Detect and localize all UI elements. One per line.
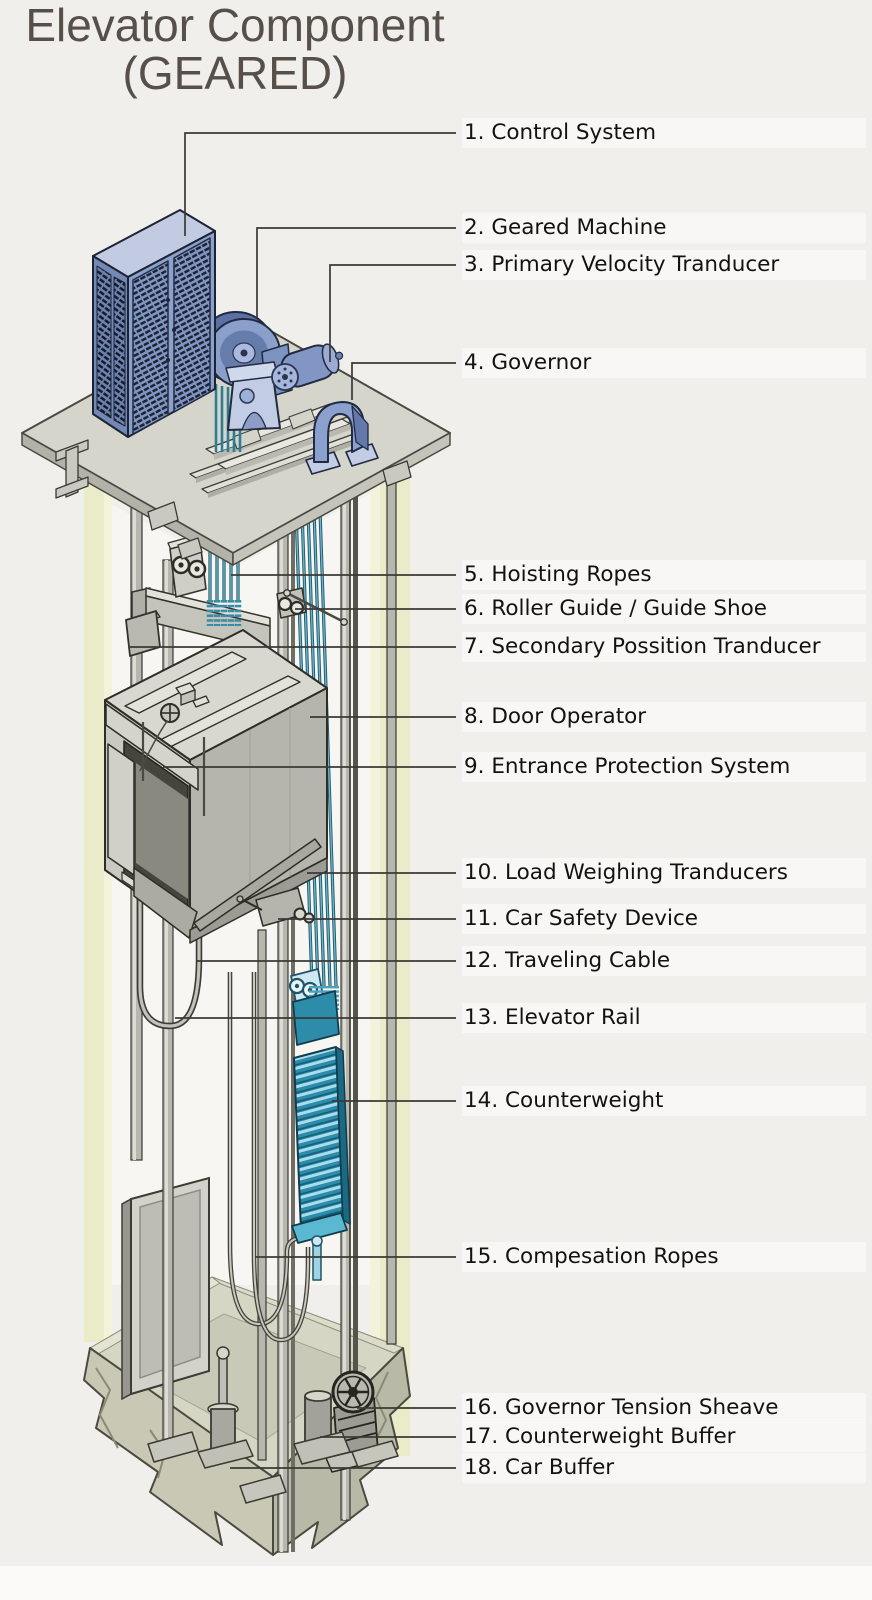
component-label-5: 5. Hoisting Ropes: [462, 560, 866, 590]
car-buffer-art: [197, 1346, 254, 1469]
traveling-cable-art: [136, 868, 203, 1030]
elevator-car-art: [104, 534, 348, 944]
figure-title-line2: (GEARED): [122, 46, 348, 99]
component-label-8: 8. Door Operator: [462, 702, 866, 732]
compensation-ropes-art: [227, 972, 311, 1343]
component-label-11: 11. Car Safety Device: [462, 904, 866, 934]
component-label-7: 7. Secondary Possition Tranducer: [462, 632, 866, 662]
machine-room: [21, 209, 451, 566]
control-cabinet-art: [92, 209, 216, 438]
component-label-15: 15. Compesation Ropes: [462, 1242, 866, 1272]
component-label-4: 4. Governor: [462, 348, 866, 378]
governor-art: [305, 401, 379, 475]
component-label-9: 9. Entrance Protection System: [462, 752, 866, 782]
component-label-17: 17. Counterweight Buffer: [462, 1422, 866, 1452]
figure-title: Elevator Component (GEARED): [0, 0, 470, 99]
component-label-2: 2. Geared Machine: [462, 213, 866, 243]
component-label-3: 3. Primary Velocity Tranducer: [462, 250, 866, 280]
component-label-6: 6. Roller Guide / Guide Shoe: [462, 594, 866, 624]
component-label-1: 1. Control System: [462, 118, 866, 148]
component-label-13: 13. Elevator Rail: [462, 1003, 866, 1033]
rail-brackets: [55, 439, 412, 560]
component-label-18: 18. Car Buffer: [462, 1453, 866, 1483]
component-label-14: 14. Counterweight: [462, 1086, 866, 1116]
counterweight-art: [288, 968, 351, 1281]
component-label-10: 10. Load Weighing Tranducers: [462, 858, 866, 888]
component-label-16: 16. Governor Tension Sheave: [462, 1393, 866, 1423]
figure-title-line1: Elevator Component: [25, 0, 445, 51]
component-label-12: 12. Traveling Cable: [462, 946, 866, 976]
